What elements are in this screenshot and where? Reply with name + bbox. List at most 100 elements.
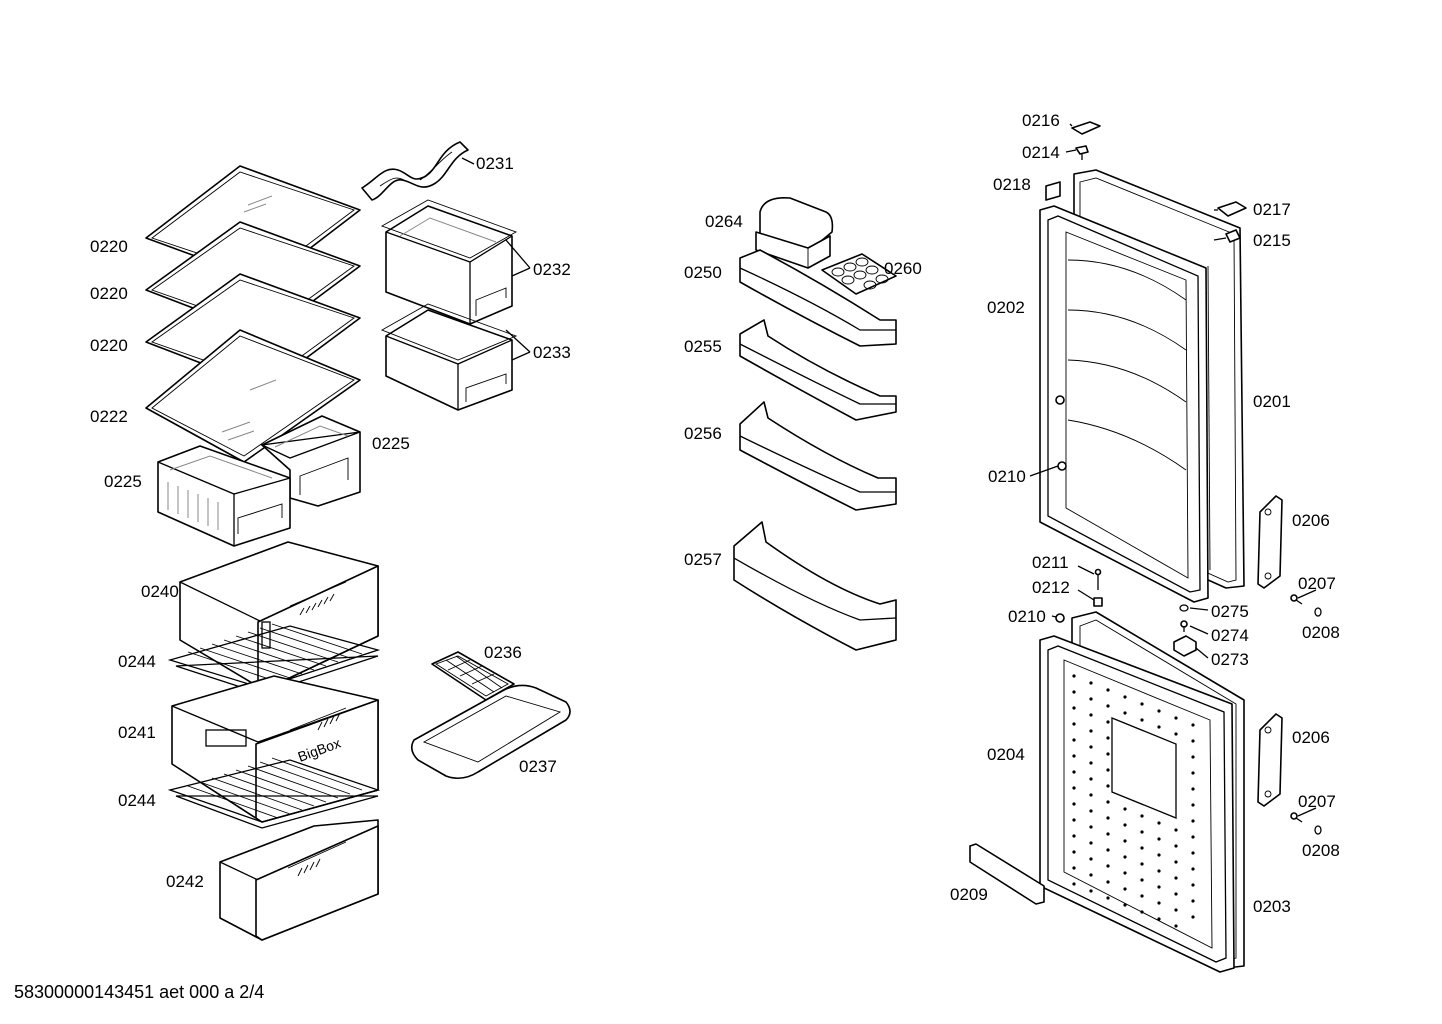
door-shelf-0255 — [739, 319, 897, 421]
part-label-0211: 0211 — [1032, 553, 1069, 572]
part-label-0274: 0274 — [1211, 626, 1249, 645]
part-label-0240: 0240 — [141, 582, 179, 601]
door-liner-dot — [1174, 908, 1178, 912]
door-liner-dot — [1191, 739, 1195, 743]
part-label-0241: 0241 — [118, 723, 156, 742]
door-liner-dot — [1140, 878, 1144, 882]
ice-cube-tray-0236 — [431, 651, 515, 701]
bushing-0212 — [1093, 597, 1103, 607]
door-liner-dot — [1106, 720, 1110, 724]
part-label-0237: 0237 — [519, 757, 557, 776]
door-liner-dot — [1174, 844, 1178, 848]
door-liner-dot — [1157, 901, 1161, 905]
wire-rack-0244-upper — [167, 623, 381, 695]
door-liner-dot — [1174, 732, 1178, 736]
door-liner-dot — [1106, 736, 1110, 740]
door-liner-dot — [1123, 871, 1127, 875]
door-liner-dot — [1123, 839, 1127, 843]
part-label-0220: 0220 — [90, 237, 128, 256]
door-liner-dot — [1174, 828, 1178, 832]
door-liner-dot — [1106, 816, 1110, 820]
cover-strip-0209 — [969, 843, 1045, 905]
cap-0208-upper — [1314, 607, 1322, 617]
door-liner-dot — [1123, 823, 1127, 827]
part-label-0208: 0208 — [1302, 623, 1340, 642]
part-label-0214: 0214 — [1022, 143, 1060, 162]
door-liner-dot — [1072, 882, 1076, 886]
part-label-0215: 0215 — [1253, 231, 1291, 250]
egg-tray-0260 — [821, 253, 897, 295]
door-liner-dot — [1106, 784, 1110, 788]
door-shelf-0257 — [733, 521, 897, 651]
shelf-cover-0231 — [361, 141, 469, 201]
door-liner-dot — [1106, 752, 1110, 756]
door-liner-dot — [1157, 853, 1161, 857]
part-label-0256: 0256 — [684, 424, 722, 443]
door-liner-dot — [1089, 761, 1093, 765]
door-liner-dot — [1089, 857, 1093, 861]
door-liner-dot — [1191, 755, 1195, 759]
door-liner-dot — [1072, 850, 1076, 854]
part-label-0264: 0264 — [705, 212, 743, 231]
door-liner-dot — [1072, 722, 1076, 726]
door-handle-bracket-0206-upper — [1257, 495, 1283, 589]
door-liner-dot — [1106, 704, 1110, 708]
glass-shelf-0222 — [145, 329, 361, 463]
door-liner-dot — [1140, 830, 1144, 834]
door-liner-dot — [1072, 690, 1076, 694]
pivot-pin-0210-lower — [1055, 613, 1065, 623]
hinge-block-0273 — [1173, 635, 1197, 657]
door-liner-dot — [1089, 777, 1093, 781]
door-liner-dot — [1191, 787, 1195, 791]
door-liner-dot — [1072, 738, 1076, 742]
door-liner-dot — [1072, 706, 1076, 710]
door-liner-dot — [1191, 723, 1195, 727]
door-liner-dot — [1140, 702, 1144, 706]
door-liner-dot — [1157, 837, 1161, 841]
door-liner-dot — [1157, 725, 1161, 729]
door-liner-dot — [1072, 754, 1076, 758]
door-handle-bracket-0206-lower — [1257, 713, 1283, 807]
door-liner-dot — [1123, 903, 1127, 907]
part-label-0207: 0207 — [1298, 792, 1336, 811]
door-liner-dot — [1089, 697, 1093, 701]
cap-0208-lower — [1314, 825, 1322, 835]
door-liner-dot — [1157, 869, 1161, 873]
door-liner-dot — [1089, 841, 1093, 845]
door-liner-dot — [1157, 885, 1161, 889]
door-liner-dot — [1072, 770, 1076, 774]
freezer-drawer-0240 — [179, 541, 379, 691]
part-label-0216: 0216 — [1022, 111, 1060, 130]
door-liner-dot — [1106, 800, 1110, 804]
door-liner-dot — [1157, 821, 1161, 825]
vegetable-drawer-0225-right — [259, 415, 361, 507]
part-label-0260: 0260 — [884, 259, 922, 278]
door-liner-dot — [1089, 889, 1093, 893]
part-label-0233: 0233 — [533, 343, 571, 362]
door-liner-dot — [1174, 924, 1178, 928]
part-label-0257: 0257 — [684, 550, 722, 569]
butter-compartment-0264 — [755, 196, 834, 269]
part-label-0210: 0210 — [988, 467, 1026, 486]
freezer-drawer-0242 — [219, 819, 379, 941]
part-label-0225: 0225 — [372, 434, 410, 453]
door-liner-dot — [1191, 803, 1195, 807]
door-shelf-0256 — [739, 401, 897, 511]
part-label-0217: 0217 — [1253, 200, 1291, 219]
part-label-0250: 0250 — [684, 263, 722, 282]
door-liner-dot — [1191, 851, 1195, 855]
door-liner-dot — [1089, 713, 1093, 717]
door-liner-dot — [1157, 709, 1161, 713]
door-liner-dot — [1140, 718, 1144, 722]
door-liner-dot — [1191, 819, 1195, 823]
part-label-0255: 0255 — [684, 337, 722, 356]
door-liner-dot — [1123, 695, 1127, 699]
part-label-0206: 0206 — [1292, 511, 1330, 530]
part-label-0209: 0209 — [950, 885, 988, 904]
hinge-bolt-0211 — [1094, 568, 1102, 590]
door-liner-dot — [1123, 807, 1127, 811]
door-liner-dot — [1123, 711, 1127, 715]
ice-tray-0237 — [410, 684, 571, 780]
part-label-0212: 0212 — [1032, 578, 1070, 597]
